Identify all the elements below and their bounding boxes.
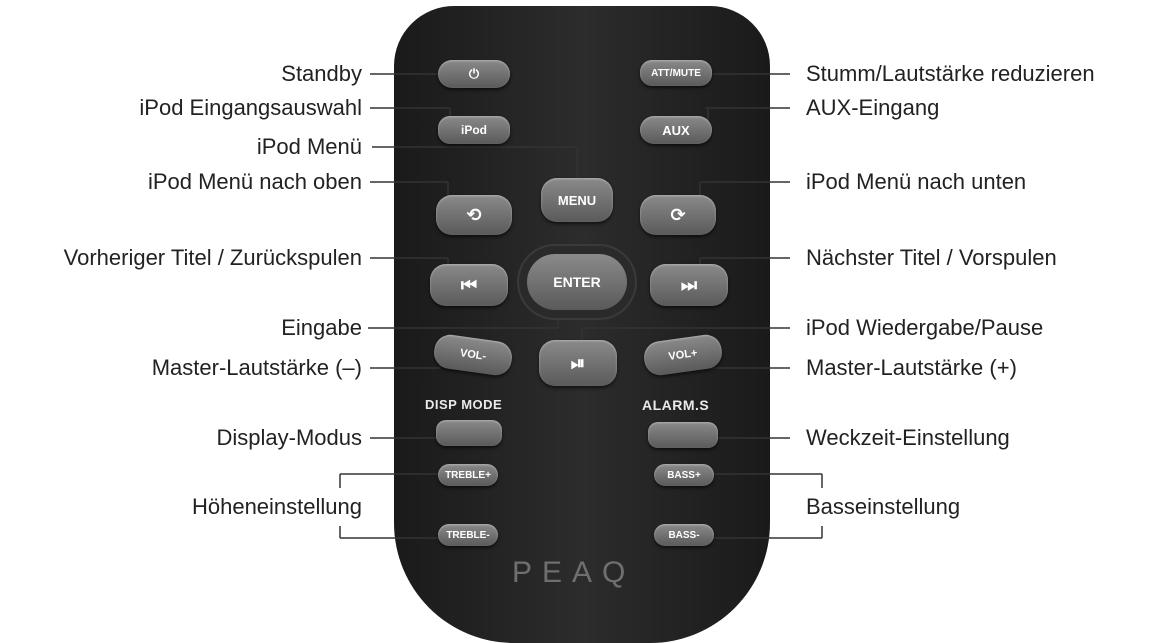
menu-down-button[interactable]: ⟳ [640,195,716,235]
label-play-pause: iPod Wiedergabe/Pause [806,315,1044,340]
play-pause-button[interactable]: ⏯ [539,340,617,386]
label-vol-minus: Master-Lautstärke (–) [151,355,362,380]
label-vol-plus: Master-Lautstärke (+) [806,355,1017,380]
att-mute-button[interactable]: ATT/MUTE [640,60,712,86]
brand-logo: PEAQ [512,556,636,589]
menu-button[interactable]: MENU [541,178,613,222]
label-aux-input: AUX-Eingang [806,95,940,120]
display-mode-button[interactable] [436,420,502,446]
power-icon: ⏻ [468,66,480,81]
label-ipod-input: iPod Eingangsauswahl [139,95,362,120]
rotate-left-icon: ⟲ [466,204,482,225]
bass-minus-button[interactable]: BASS- [654,524,714,546]
treble-minus-button[interactable]: TREBLE- [438,524,498,546]
skip-back-icon: ⏮ [460,274,478,295]
label-bass: Basseinstellung [806,494,961,519]
label-alarm-set: Weckzeit-Einstellung [806,425,1010,450]
enter-button[interactable]: ENTER [527,254,627,310]
label-prev-track: Vorheriger Titel / Zurückspulen [63,245,362,270]
power-button[interactable]: ⏻ [438,60,510,88]
next-button[interactable]: ⏭ [650,264,728,306]
rotate-right-icon: ⟳ [670,204,686,225]
menu-up-button[interactable]: ⟲ [436,195,512,235]
treble-plus-button[interactable]: TREBLE+ [438,464,498,486]
label-ipod-menu: iPod Menü [256,134,362,159]
label-display-mode: Display-Modus [216,425,363,450]
silk-alarm-s: ALARM.S [642,397,710,413]
play-pause-icon: ⏯ [570,352,586,373]
label-standby: Standby [281,61,362,86]
label-next-track: Nächster Titel / Vorspulen [806,245,1057,270]
ipod-button[interactable]: iPod [438,116,510,144]
prev-button[interactable]: ⏮ [430,264,508,306]
aux-button[interactable]: AUX [640,116,712,144]
label-menu-up: iPod Menü nach oben [147,169,362,194]
skip-forward-icon: ⏭ [680,274,698,295]
label-treble: Höheneinstellung [191,494,362,519]
label-mute: Stumm/Lautstärke reduzieren [806,61,1095,86]
silk-disp-mode: DISP MODE [425,397,503,412]
label-enter: Eingabe [281,315,362,340]
label-menu-down: iPod Menü nach unten [806,169,1027,194]
bass-plus-button[interactable]: BASS+ [654,464,714,486]
alarm-set-button[interactable] [648,422,718,448]
